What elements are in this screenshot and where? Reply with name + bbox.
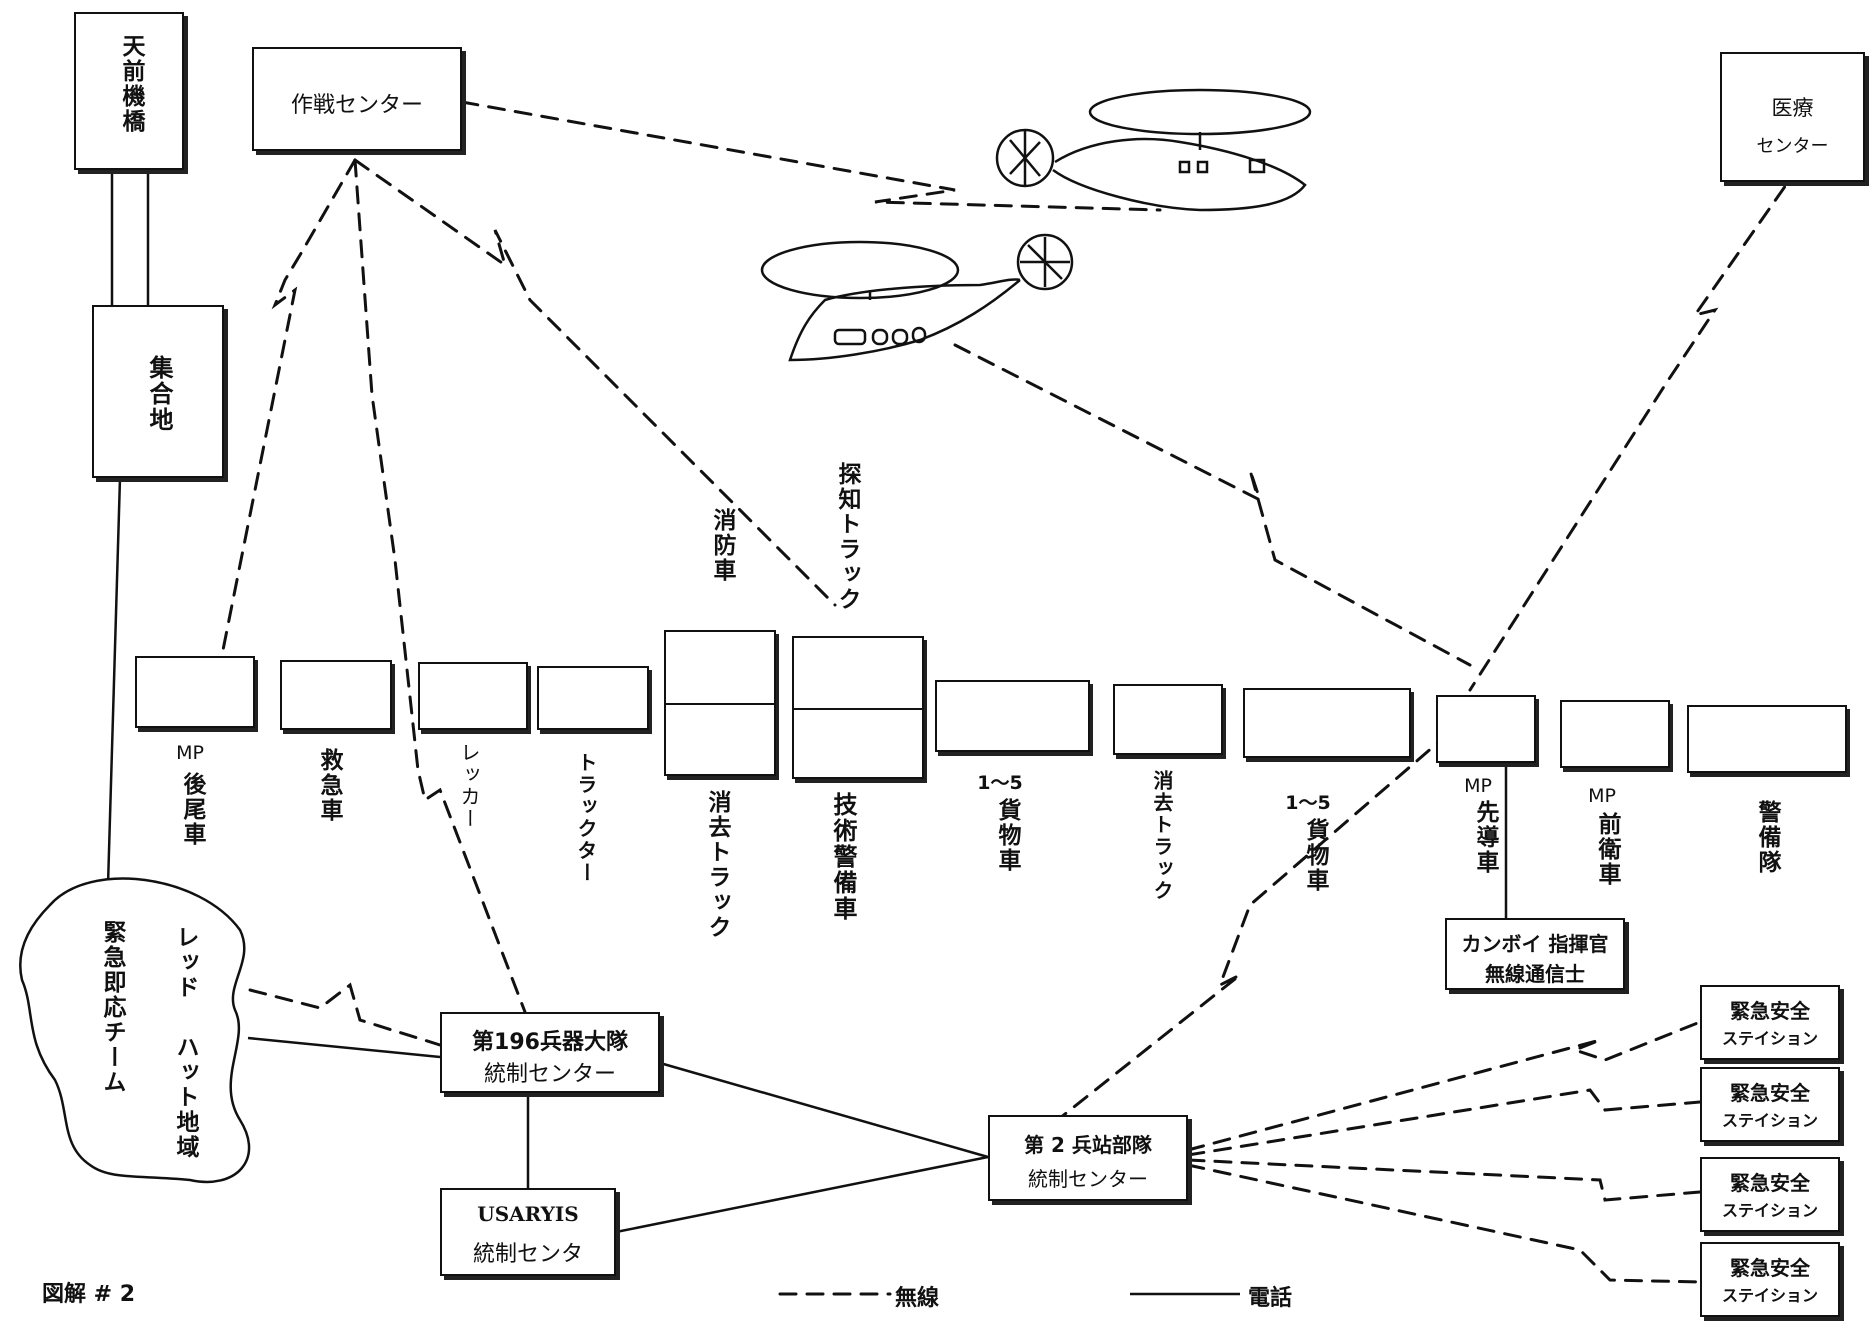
vehicle-decon-truck-2 — [1113, 684, 1223, 755]
tech-guard-label: 技術警備車 — [826, 792, 861, 922]
radio-link-helicopter-to-mp-lead — [955, 345, 1470, 665]
safety-station-4: 緊急安全 ステイション — [1700, 1242, 1840, 1317]
vehicle-ambulance — [280, 660, 392, 730]
assembly-box: 集合地 — [92, 305, 224, 478]
medical-center-box: 医療 センター — [1720, 52, 1865, 182]
phone-link-usaryis-to-log2 — [616, 1157, 988, 1232]
bn196-label-1: 第196兵器大隊 — [442, 1024, 658, 1056]
radio-link-ops-to-wrecker — [355, 160, 525, 1012]
guard-unit-label: 警備隊 — [1750, 800, 1784, 875]
safety-station-1: 緊急安全 ステイション — [1700, 985, 1840, 1060]
ops-center-box: 作戦センター — [252, 47, 462, 151]
mp-lead-label-1: MP — [1448, 775, 1508, 797]
safety-station-4-label-1: 緊急安全 — [1702, 1252, 1838, 1281]
decon-truck-1-label: 消去トラック — [700, 790, 734, 940]
log2-label-1: 第 2 兵站部隊 — [990, 1129, 1186, 1158]
cargo-1-number: 1〜5 — [960, 768, 1040, 795]
vehicle-decon-fire-truck — [664, 630, 776, 776]
phone-link-assembly-to-team — [108, 478, 120, 885]
bn196-label-2: 統制センター — [442, 1056, 658, 1088]
detector-truck-label: 探知トラック — [830, 462, 864, 612]
medical-center-label-1: 医療 — [1722, 92, 1863, 122]
vehicle-mp-lead — [1436, 695, 1536, 763]
safety-station-1-label-1: 緊急安全 — [1702, 995, 1838, 1024]
wrecker-label: レッカー — [455, 742, 484, 830]
mp-lead-label-2: 先導車 — [1468, 800, 1502, 875]
ambulance-label: 救急車 — [312, 748, 346, 823]
radio-link-mp-lead-to-log2 — [1060, 715, 1470, 1118]
ops-center-label: 作戦センター — [254, 87, 460, 119]
radio-operator-label: 無線通信士 — [1447, 958, 1623, 987]
assembly-label: 集合地 — [142, 355, 177, 433]
cargo-2-label: 貨物車 — [1298, 818, 1332, 893]
radio-link-med-to-mp-lead — [1470, 165, 1800, 690]
radio-link-ops-to-detector — [355, 160, 835, 605]
vehicle-tractor — [537, 666, 649, 730]
phone-link-bn196-to-log2 — [660, 1063, 988, 1157]
mp-front-label-1: MP — [1572, 785, 1632, 807]
bridge-box: 天前機橋 — [74, 12, 184, 170]
radio-link-redhat-to-bn196 — [250, 985, 440, 1045]
mp-rear-label-1: MP — [150, 742, 230, 764]
helicopter-1-icon — [997, 90, 1310, 210]
vehicle-mp-rear — [135, 656, 255, 728]
radio-link-log2-to-station-1 — [1188, 1022, 1700, 1150]
usaryis-label-2: 統制センタ — [442, 1236, 614, 1268]
mp-rear-label-2: 後尾車 — [175, 772, 209, 847]
convoy-commander-label: カンボイ 指揮官 — [1447, 928, 1623, 957]
response-team-label: 緊急即応チーム — [95, 920, 129, 1095]
vehicle-cargo-1 — [935, 680, 1090, 752]
red-hat-label-2: ハット地域 — [168, 1035, 202, 1160]
vehicle-wrecker — [418, 662, 528, 730]
bridge-label: 天前機橋 — [114, 34, 148, 134]
cargo-1-label: 貨物車 — [990, 798, 1024, 873]
safety-station-3: 緊急安全 ステイション — [1700, 1157, 1840, 1232]
vehicle-guard-unit — [1687, 705, 1847, 773]
cargo-2-number: 1〜5 — [1268, 788, 1348, 815]
convoy-commander-box: カンボイ 指揮官 無線通信士 — [1445, 918, 1625, 990]
radio-link-log2-to-station-4 — [1188, 1165, 1700, 1282]
fire-truck-label: 消防車 — [705, 508, 739, 583]
red-hat-label-1: レッド — [168, 925, 202, 1000]
helicopter-2-icon — [762, 235, 1072, 360]
radio-link-ops-to-helicopter — [462, 102, 1160, 210]
usaryis-label-1: USARYIS — [442, 1202, 614, 1226]
bn196-control-center-box: 第196兵器大隊 統制センター — [440, 1012, 660, 1093]
safety-station-3-label-1: 緊急安全 — [1702, 1167, 1838, 1196]
safety-station-4-label-2: ステイション — [1702, 1282, 1838, 1306]
medical-center-label-2: センター — [1722, 132, 1863, 158]
log2-label-2: 統制センター — [990, 1163, 1186, 1192]
safety-station-2-label-2: ステイション — [1702, 1107, 1838, 1131]
legend-phone-label: 電話 — [1248, 1280, 1292, 1312]
phone-link-redhat-to-bn196 — [248, 1038, 440, 1057]
vehicle-cargo-2 — [1243, 688, 1411, 758]
safety-station-1-label-2: ステイション — [1702, 1025, 1838, 1049]
radio-link-log2-to-station-3 — [1188, 1160, 1700, 1200]
emergency-response-blob — [20, 879, 249, 1182]
figure-label: 図解 # 2 — [42, 1276, 135, 1308]
radio-link-ops-to-mp-rear — [220, 160, 355, 665]
mp-front-label-2: 前衛車 — [1590, 812, 1624, 887]
usaryis-control-center-box: USARYIS 統制センタ — [440, 1188, 616, 1276]
radio-link-log2-to-station-2 — [1188, 1090, 1700, 1155]
tractor-label: トラックター — [572, 752, 601, 884]
vehicle-mp-front — [1560, 700, 1670, 768]
safety-station-3-label-2: ステイション — [1702, 1197, 1838, 1221]
legend-radio-label: 無線 — [895, 1280, 939, 1312]
safety-station-2-label-1: 緊急安全 — [1702, 1077, 1838, 1106]
safety-station-2: 緊急安全 ステイション — [1700, 1067, 1840, 1142]
vehicle-tech-guard-detector — [792, 636, 924, 779]
decon-truck-2-label: 消去トラック — [1148, 770, 1177, 902]
log2-control-center-box: 第 2 兵站部隊 統制センター — [988, 1115, 1188, 1201]
